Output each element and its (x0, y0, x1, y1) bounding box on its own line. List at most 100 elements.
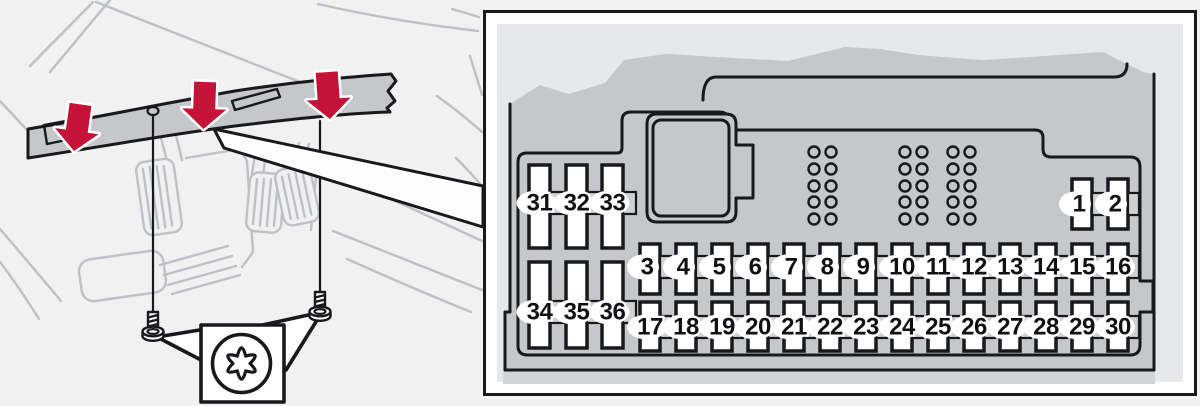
torx-screw-2 (308, 290, 332, 322)
fuse-label-halo (987, 314, 1027, 340)
fuse-label-halo (699, 314, 739, 340)
fuse-number-label: 1 (1073, 191, 1086, 218)
terminal-hole (963, 145, 977, 159)
fuse-label-halo (771, 314, 811, 340)
fuse-number-label: 23 (853, 314, 879, 341)
fuse-label-halo (951, 314, 991, 340)
terminal-hole (946, 145, 960, 159)
fuse-label-halo (1095, 314, 1135, 340)
panel-seam-line (701, 62, 1129, 102)
fuse-number-label: 3 (641, 254, 654, 281)
terminal-hole (898, 162, 912, 176)
fuse-label-halo (1095, 191, 1127, 217)
torx-star-icon (226, 346, 257, 381)
terminal-hole (946, 195, 960, 209)
fuse-label-halo (663, 314, 703, 340)
terminal-hole (915, 212, 929, 226)
fuse-number-label: 10 (889, 254, 915, 281)
terminal-hole (946, 179, 960, 193)
terminal-hole (963, 195, 977, 209)
fuse-number-label: 29 (1069, 314, 1095, 341)
fuse-label-halo (987, 254, 1027, 280)
trim-vent-right (230, 87, 282, 112)
fuse-number-label: 32 (564, 190, 590, 217)
fuse-label-halo (1023, 314, 1063, 340)
fuse-label-halo (1059, 191, 1091, 217)
fuse-number-label: 24 (889, 314, 916, 341)
fuse-label-halo (807, 314, 847, 340)
fuse-number-label: 30 (1105, 314, 1131, 341)
fuse-number-label: 19 (709, 314, 735, 341)
fuse-number-label: 4 (677, 254, 691, 281)
fuse-label-halo (879, 254, 919, 280)
fuse-number-label: 15 (1069, 254, 1095, 281)
fuse-label-halo (627, 314, 667, 340)
fuse-label-halo (1095, 254, 1135, 280)
pedal-brake (245, 171, 286, 234)
terminal-hole (807, 195, 821, 209)
terminal-hole (963, 162, 977, 176)
terminal-hole (963, 179, 977, 193)
fuse-number-label: 22 (817, 314, 843, 341)
terminal-hole (824, 145, 838, 159)
fuse-number-label: 36 (600, 299, 626, 326)
attention-arrow-2 (179, 79, 229, 132)
fuse-number-label: 18 (673, 314, 699, 341)
terminal-hole (824, 179, 838, 193)
fuse-label-halo (843, 254, 875, 280)
fuse-label-halo (915, 314, 955, 340)
fuse-label-halo (735, 254, 767, 280)
torx-bit-circle (210, 332, 273, 395)
fuse-label-halo (589, 190, 630, 216)
fuse-number-label: 27 (997, 314, 1023, 341)
fuse-label-halo (843, 314, 883, 340)
fuse-number-label: 34 (527, 299, 554, 326)
terminal-hole (807, 179, 821, 193)
panel-edge-outline (503, 72, 1156, 372)
terminal-hole (915, 145, 929, 159)
relay-connector (645, 112, 755, 224)
terminal-hole (807, 212, 821, 226)
attention-arrow-3 (304, 68, 354, 122)
terminal-hole (915, 162, 929, 176)
fuse-label-halo (627, 254, 659, 280)
fuse-number-label: 6 (749, 254, 762, 281)
fuse-label-halo (879, 314, 919, 340)
fuse-number-label: 20 (745, 314, 771, 341)
terminal-hole (946, 162, 960, 176)
fuse-number-label: 31 (527, 190, 553, 217)
terminal-hole (963, 212, 977, 226)
fuse-number-label: 21 (781, 314, 807, 341)
terminal-hole (898, 212, 912, 226)
fuse-label-halo (735, 314, 775, 340)
fuse-label-halo (589, 299, 630, 325)
relay-connector-inner (651, 118, 731, 218)
fuse-label-halo (1023, 254, 1063, 280)
terminal-hole (824, 195, 838, 209)
fuse-number-label: 14 (1033, 254, 1060, 281)
fuse-number-label: 11 (926, 254, 951, 281)
attention-arrow-1 (52, 100, 102, 154)
terminal-hole (807, 145, 821, 159)
fuse-number-label: 28 (1033, 314, 1059, 341)
fuse-number-label: 33 (600, 190, 626, 217)
fuse-label-halo (771, 254, 803, 280)
fuse-number-label: 2 (1109, 191, 1122, 218)
connector-pin-holes (807, 145, 977, 226)
fuse-number-label: 9 (857, 254, 870, 281)
fuse-number-label: 8 (821, 254, 834, 281)
fuse-label-halo (1059, 314, 1099, 340)
fuse-number-label: 12 (961, 254, 987, 281)
terminal-hole (915, 195, 929, 209)
fuse-label-halo (663, 254, 695, 280)
fuse-label-halo (807, 254, 839, 280)
fuse-number-label: 16 (1105, 254, 1131, 281)
panel-front-lip (503, 370, 1155, 384)
fuse-label-halo (553, 190, 594, 216)
fuse-label-halo (915, 254, 955, 280)
fuse-label-halo (516, 299, 557, 325)
fuse-number-label: 17 (637, 314, 663, 341)
fuse-tab-2 (1126, 191, 1141, 217)
